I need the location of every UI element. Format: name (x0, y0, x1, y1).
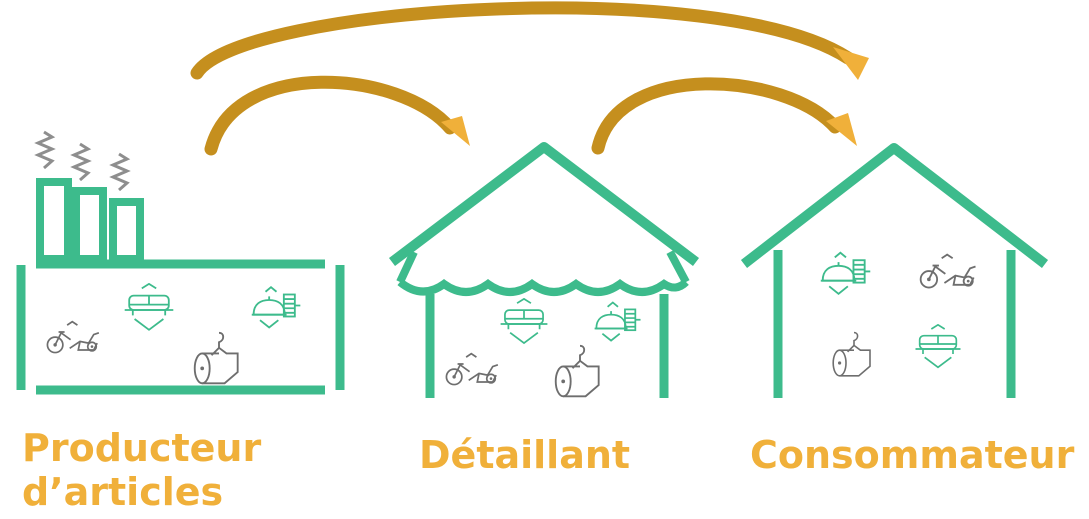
bicycle-icon (919, 253, 977, 289)
arrow-icon (190, 1, 869, 80)
producer-label: Producteur d’articles (22, 426, 261, 514)
producer-label-line2: d’articles (22, 470, 224, 514)
producer-label-line1: Producteur (22, 426, 262, 470)
bicycle-icon (46, 320, 100, 354)
house-icon (740, 143, 1049, 398)
sofa-icon (499, 298, 549, 344)
appliance-icon (593, 301, 642, 342)
sofa-icon (914, 324, 962, 369)
sofa-icon (123, 283, 175, 331)
factory-icon (16, 130, 345, 395)
shop-icon (388, 142, 700, 398)
bicycle-icon (445, 352, 499, 386)
smoke-icon (34, 130, 131, 192)
fabric-roll-icon (193, 331, 239, 385)
fabric-roll-icon (554, 344, 600, 398)
fabric-roll-icon (832, 331, 871, 377)
arrow-icon (591, 77, 857, 155)
appliance-icon (819, 251, 872, 295)
consumer-label: Consommateur (750, 433, 1075, 477)
appliance-icon (250, 286, 302, 329)
retailer-label: Détaillant (419, 433, 631, 477)
arrow-icon (204, 75, 470, 156)
